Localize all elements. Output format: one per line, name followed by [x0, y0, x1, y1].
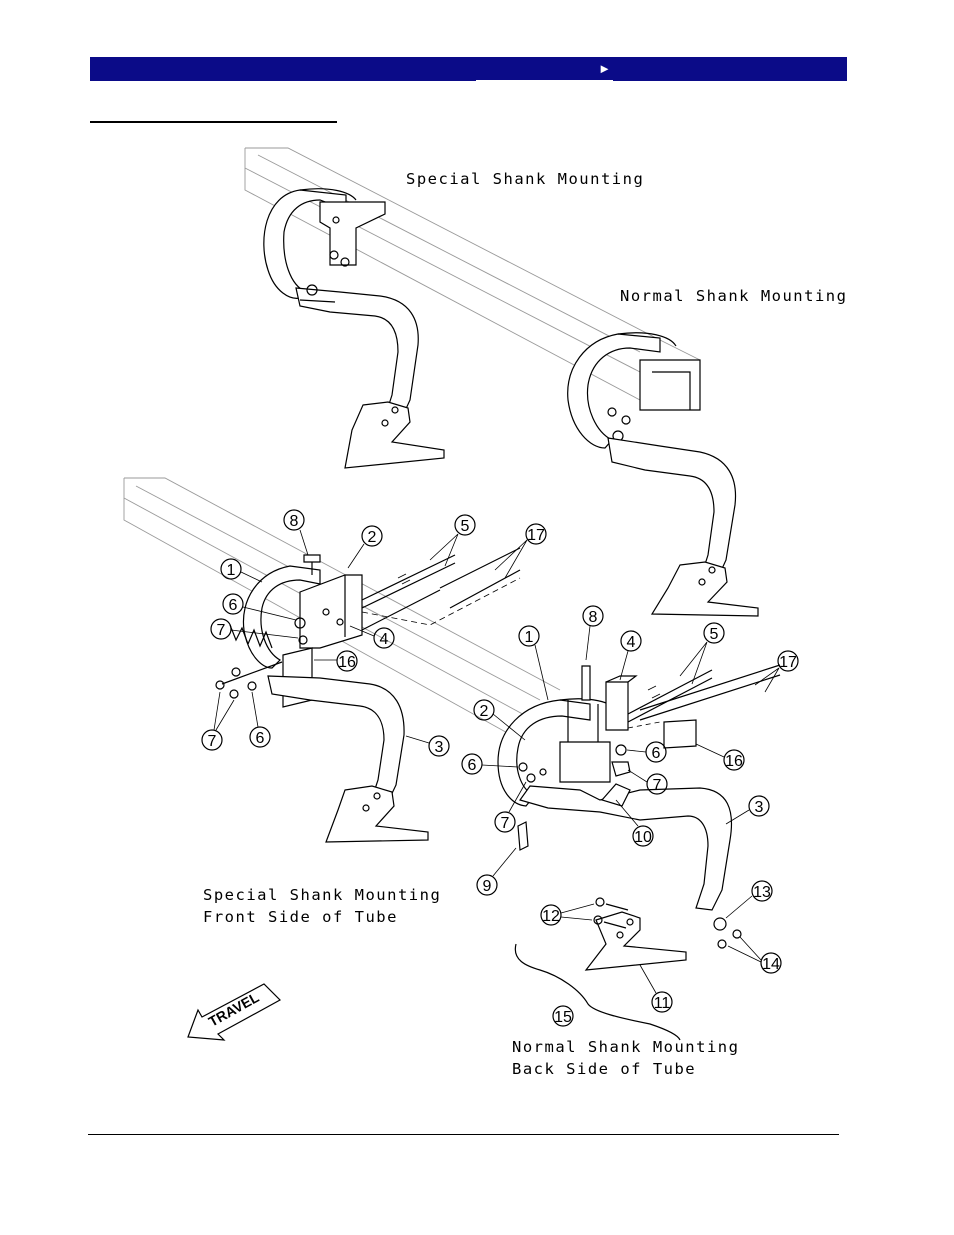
- front-side-special-shank-assembly: [215, 547, 521, 843]
- callout-right-8: 8: [589, 609, 598, 626]
- callout-left-5: 5: [461, 518, 470, 535]
- callout-right-7-right: 7: [653, 777, 662, 794]
- next-page-link[interactable]: ►: [476, 57, 613, 82]
- travel-label: TRAVEL: [206, 989, 262, 1030]
- callout-left-3: 3: [435, 739, 444, 756]
- callout-left-16: 16: [338, 654, 356, 671]
- header-nav-bar: ►: [90, 57, 847, 82]
- callout-left-2: 2: [368, 529, 377, 546]
- callout-right-5: 5: [710, 626, 719, 643]
- callout-right-6-left: 6: [468, 757, 477, 774]
- callout-left-4: 4: [380, 631, 389, 648]
- callout-right-9: 9: [483, 878, 492, 895]
- top-normal-shank-assembly: [567, 332, 759, 617]
- callout-left-17: 17: [527, 527, 545, 544]
- label-front-special-line1: Special Shank Mounting: [203, 886, 441, 904]
- callout-right-2: 2: [480, 703, 489, 720]
- travel-direction-arrow: TRAVEL: [187, 983, 281, 1041]
- callout-right-16: 16: [725, 753, 743, 770]
- callout-right-13: 13: [753, 884, 771, 901]
- callout-right-15: 15: [554, 1009, 572, 1026]
- callout-right-14: 14: [762, 956, 780, 973]
- top-special-shank-assembly: [263, 188, 445, 469]
- callout-right-4: 4: [627, 634, 636, 651]
- label-top-normal-shank: Normal Shank Mounting: [620, 287, 847, 305]
- left-callouts: 8 2 1 5 17 6 7 4 16 7 6 3: [201, 509, 547, 757]
- callout-right-6: 6: [652, 745, 661, 762]
- section-title-underline: [90, 121, 337, 123]
- right-callouts: 8 1 4 5 17 2 6 16 6 7 7 10: [461, 605, 799, 1027]
- callout-left-7-upper: 7: [217, 622, 226, 639]
- label-back-normal-line1: Normal Shank Mounting: [512, 1038, 739, 1056]
- callout-right-10: 10: [634, 829, 652, 846]
- label-top-special-shank: Special Shank Mounting: [406, 170, 644, 188]
- callout-right-12: 12: [542, 908, 560, 925]
- callout-right-1: 1: [525, 629, 534, 646]
- callout-left-8: 8: [290, 513, 299, 530]
- callout-left-7-lower: 7: [208, 733, 217, 750]
- callout-left-1: 1: [227, 562, 236, 579]
- callout-right-17: 17: [779, 654, 797, 671]
- label-back-normal-line2: Back Side of Tube: [512, 1060, 696, 1078]
- callout-right-3: 3: [755, 799, 764, 816]
- callout-right-7-left: 7: [501, 815, 510, 832]
- right-arrow-icon: ►: [598, 61, 611, 76]
- item-15-group-brace: [514, 943, 681, 1041]
- back-side-normal-shank-assembly: [497, 664, 781, 971]
- footer-rule: [88, 1134, 839, 1135]
- callout-right-11: 11: [654, 995, 671, 1012]
- callout-left-6: 6: [229, 597, 238, 614]
- callout-left-6-lower: 6: [256, 730, 265, 747]
- label-front-special-line2: Front Side of Tube: [203, 908, 398, 926]
